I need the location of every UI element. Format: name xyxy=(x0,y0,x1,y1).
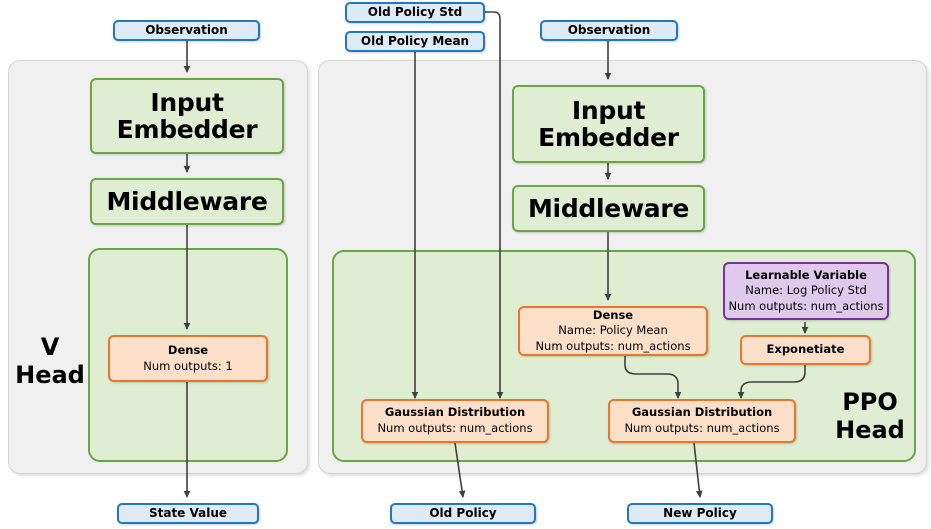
ppo-head-dense-policy-mean[interactable]: Dense Name: Policy Mean Num outputs: num… xyxy=(518,306,708,356)
ppo-head-learnable-variable-num-outputs: Num outputs: num_actions xyxy=(728,298,884,313)
ppo-head-gaussian-distribution-old[interactable]: Gaussian Distribution Num outputs: num_a… xyxy=(361,399,549,443)
input-old-policy-mean-label: Old Policy Mean xyxy=(360,34,470,49)
v-head-middleware-label: Middleware xyxy=(106,186,268,216)
v-head-dense[interactable]: Dense Num outputs: 1 xyxy=(108,335,268,382)
v-head-label-line1: V xyxy=(40,333,60,361)
ppo-head-exponentiate[interactable]: Exponetiate xyxy=(740,335,871,365)
v-head-dense-num-outputs: Num outputs: 1 xyxy=(143,358,233,373)
input-old-policy-std[interactable]: Old Policy Std xyxy=(345,2,485,23)
v-head-input-embedder[interactable]: Input Embedder xyxy=(90,78,284,154)
ppo-head-gaussian-distribution-new[interactable]: Gaussian Distribution Num outputs: num_a… xyxy=(608,399,796,443)
ppo-head-dense-title: Dense xyxy=(592,307,634,322)
ppo-head-input-embedder[interactable]: Input Embedder xyxy=(512,85,705,163)
gaussian-old-num-outputs: Num outputs: num_actions xyxy=(377,421,533,435)
input-observation-left[interactable]: Observation xyxy=(113,20,260,41)
ppo-head-middleware[interactable]: Middleware xyxy=(512,185,705,232)
input-observation-right[interactable]: Observation xyxy=(540,20,678,41)
ppo-head-learnable-variable[interactable]: Learnable Variable Name: Log Policy Std … xyxy=(723,262,889,320)
v-head-label-line2: Head xyxy=(15,361,85,390)
v-head-dense-title: Dense xyxy=(167,342,209,357)
v-head-input-embedder-label: Input Embedder xyxy=(116,87,258,144)
ppo-head-label: PPO Head xyxy=(830,388,910,445)
ppo-head-middleware-label: Middleware xyxy=(527,193,689,223)
input-observation-right-label: Observation xyxy=(567,23,651,38)
input-observation-left-label: Observation xyxy=(145,23,228,38)
ppo-head-label-line1: PPO xyxy=(842,388,898,416)
output-old-policy-label: Old Policy xyxy=(429,506,497,521)
v-head-label: V Head xyxy=(12,333,88,390)
output-old-policy[interactable]: Old Policy xyxy=(390,503,536,524)
ppo-head-label-line2: Head xyxy=(835,416,905,445)
output-state-value[interactable]: State Value xyxy=(117,503,259,524)
output-state-value-label: State Value xyxy=(148,506,228,521)
input-old-policy-std-label: Old Policy Std xyxy=(367,5,463,20)
ppo-head-input-embedder-label: Input Embedder xyxy=(538,95,679,152)
gaussian-new-title: Gaussian Distribution xyxy=(631,405,773,420)
output-new-policy-label: New Policy xyxy=(663,506,737,521)
gaussian-old-title: Gaussian Distribution xyxy=(384,405,526,420)
ppo-head-learnable-variable-name: Name: Log Policy Std xyxy=(745,283,867,298)
v-head-middleware[interactable]: Middleware xyxy=(90,178,284,225)
ppo-head-dense-name: Name: Policy Mean xyxy=(558,323,668,338)
gaussian-new-num-outputs: Num outputs: num_actions xyxy=(624,421,780,435)
ppo-head-dense-num-outputs: Num outputs: num_actions xyxy=(535,338,691,353)
output-new-policy[interactable]: New Policy xyxy=(627,503,773,524)
input-old-policy-mean[interactable]: Old Policy Mean xyxy=(345,31,485,52)
ppo-head-learnable-variable-title: Learnable Variable xyxy=(745,267,867,282)
ppo-head-exponentiate-label: Exponetiate xyxy=(766,342,845,357)
